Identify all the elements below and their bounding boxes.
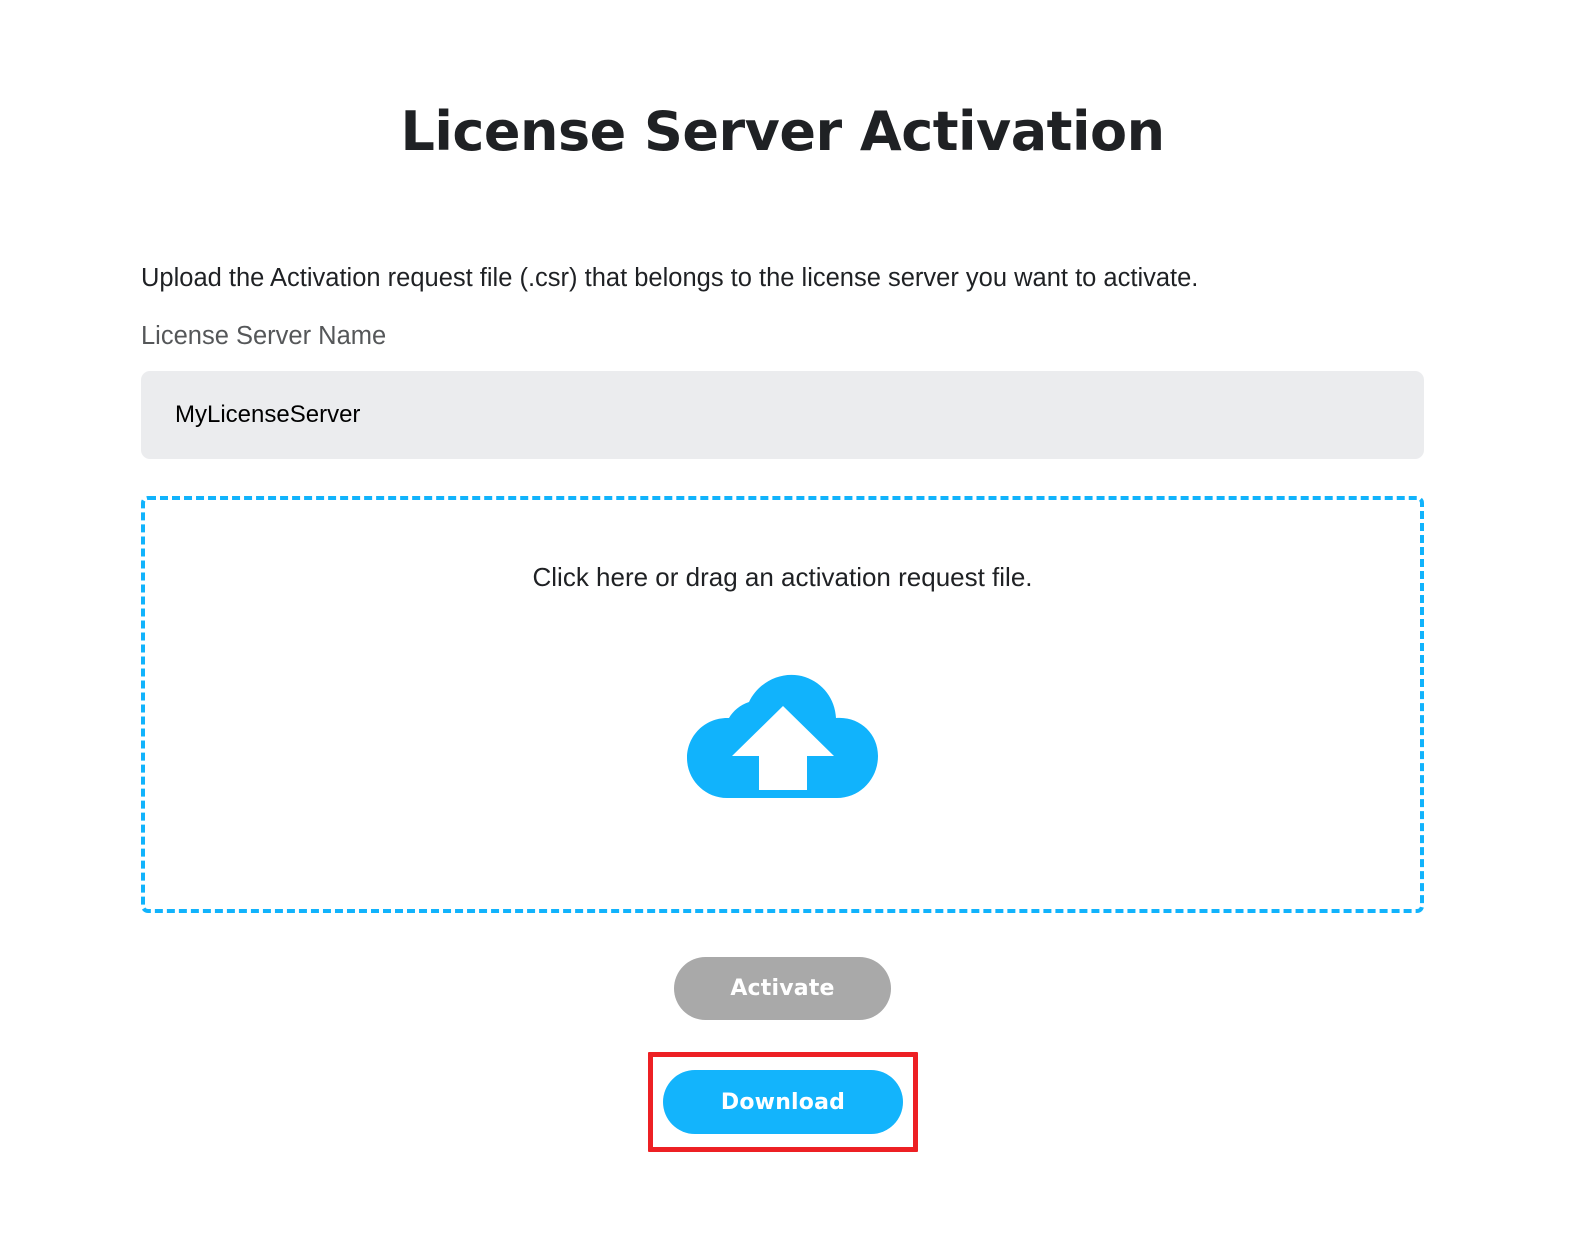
download-button[interactable]: Download	[663, 1070, 903, 1134]
activate-button[interactable]: Activate	[674, 957, 891, 1020]
license-server-name-input[interactable]	[141, 371, 1424, 459]
activation-file-dropzone[interactable]: Click here or drag an activation request…	[141, 496, 1424, 913]
page-title: License Server Activation	[400, 100, 1165, 164]
dropzone-instruction-text: Click here or drag an activation request…	[532, 562, 1033, 592]
license-server-name-label: License Server Name	[141, 322, 387, 350]
intro-description: Upload the Activation request file (.csr…	[141, 263, 1199, 292]
cloud-upload-icon	[686, 674, 878, 798]
